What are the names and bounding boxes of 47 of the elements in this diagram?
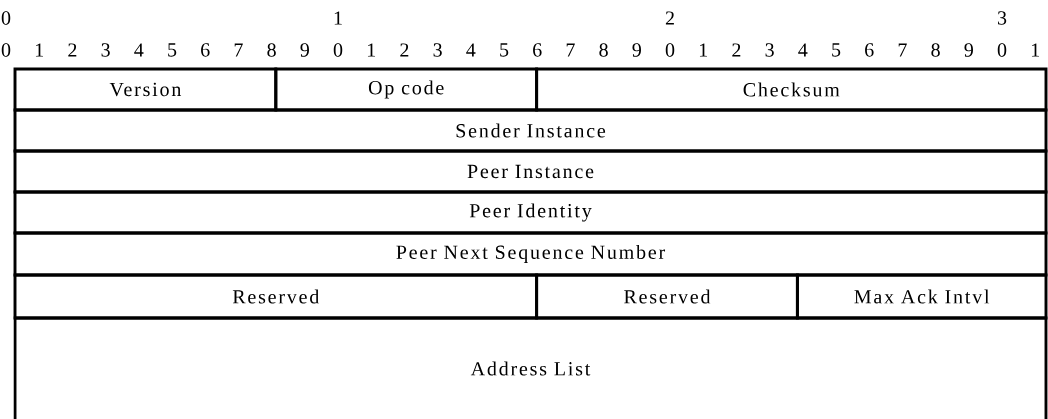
bit-number: 1	[699, 43, 707, 57]
bit-number: 0	[1, 11, 11, 25]
field-box: Peer Instance	[13, 149, 1048, 194]
bit-number: 9	[632, 43, 641, 57]
field-box: Version	[13, 67, 278, 112]
field-box: Address List	[13, 316, 1048, 419]
bit-number: 5	[500, 43, 509, 57]
field-box: Peer Identity	[13, 190, 1048, 235]
bit-number: 7	[898, 43, 907, 57]
bit-number: 3	[101, 43, 110, 57]
bit-number: 5	[832, 43, 841, 57]
bit-number: 9	[964, 43, 973, 57]
bit-number: 0	[1, 43, 11, 57]
bit-number: 8	[599, 43, 608, 57]
bit-number: 7	[234, 43, 243, 57]
field-box: Reserved	[13, 273, 539, 320]
field-box: Peer Next Sequence Number	[13, 231, 1048, 277]
bit-number: 1	[35, 43, 43, 57]
field-box: Sender Instance	[13, 108, 1048, 153]
bit-number: 6	[865, 43, 874, 57]
bit-number: 9	[300, 43, 309, 57]
bit-number: 5	[168, 43, 177, 57]
field-box: Checksum	[535, 67, 1048, 112]
bit-number: 4	[466, 43, 476, 57]
bit-number: 6	[201, 43, 210, 57]
bit-number: 8	[931, 43, 940, 57]
bit-number: 3	[765, 43, 774, 57]
field-box: Max Ack Intvl	[795, 273, 1048, 320]
bit-number: 2	[732, 43, 741, 57]
bit-number: 3	[997, 11, 1007, 25]
bit-number: 6	[533, 43, 542, 57]
bit-number: 1	[1031, 43, 1039, 57]
bit-number: 1	[334, 11, 342, 25]
bit-number: 8	[267, 43, 276, 57]
bit-number: 3	[433, 43, 442, 57]
bit-number: 0	[997, 43, 1007, 57]
bit-number: 1	[367, 43, 375, 57]
bit-number: 7	[566, 43, 575, 57]
bit-number: 0	[333, 43, 343, 57]
bit-number: 4	[798, 43, 808, 57]
bit-number: 2	[400, 43, 409, 57]
bit-number: 2	[665, 11, 674, 25]
bit-number: 0	[665, 43, 675, 57]
bit-number: 2	[68, 43, 77, 57]
field-box: Op code	[274, 67, 539, 112]
field-box: Reserved	[535, 273, 799, 320]
bit-number: 4	[134, 43, 144, 57]
